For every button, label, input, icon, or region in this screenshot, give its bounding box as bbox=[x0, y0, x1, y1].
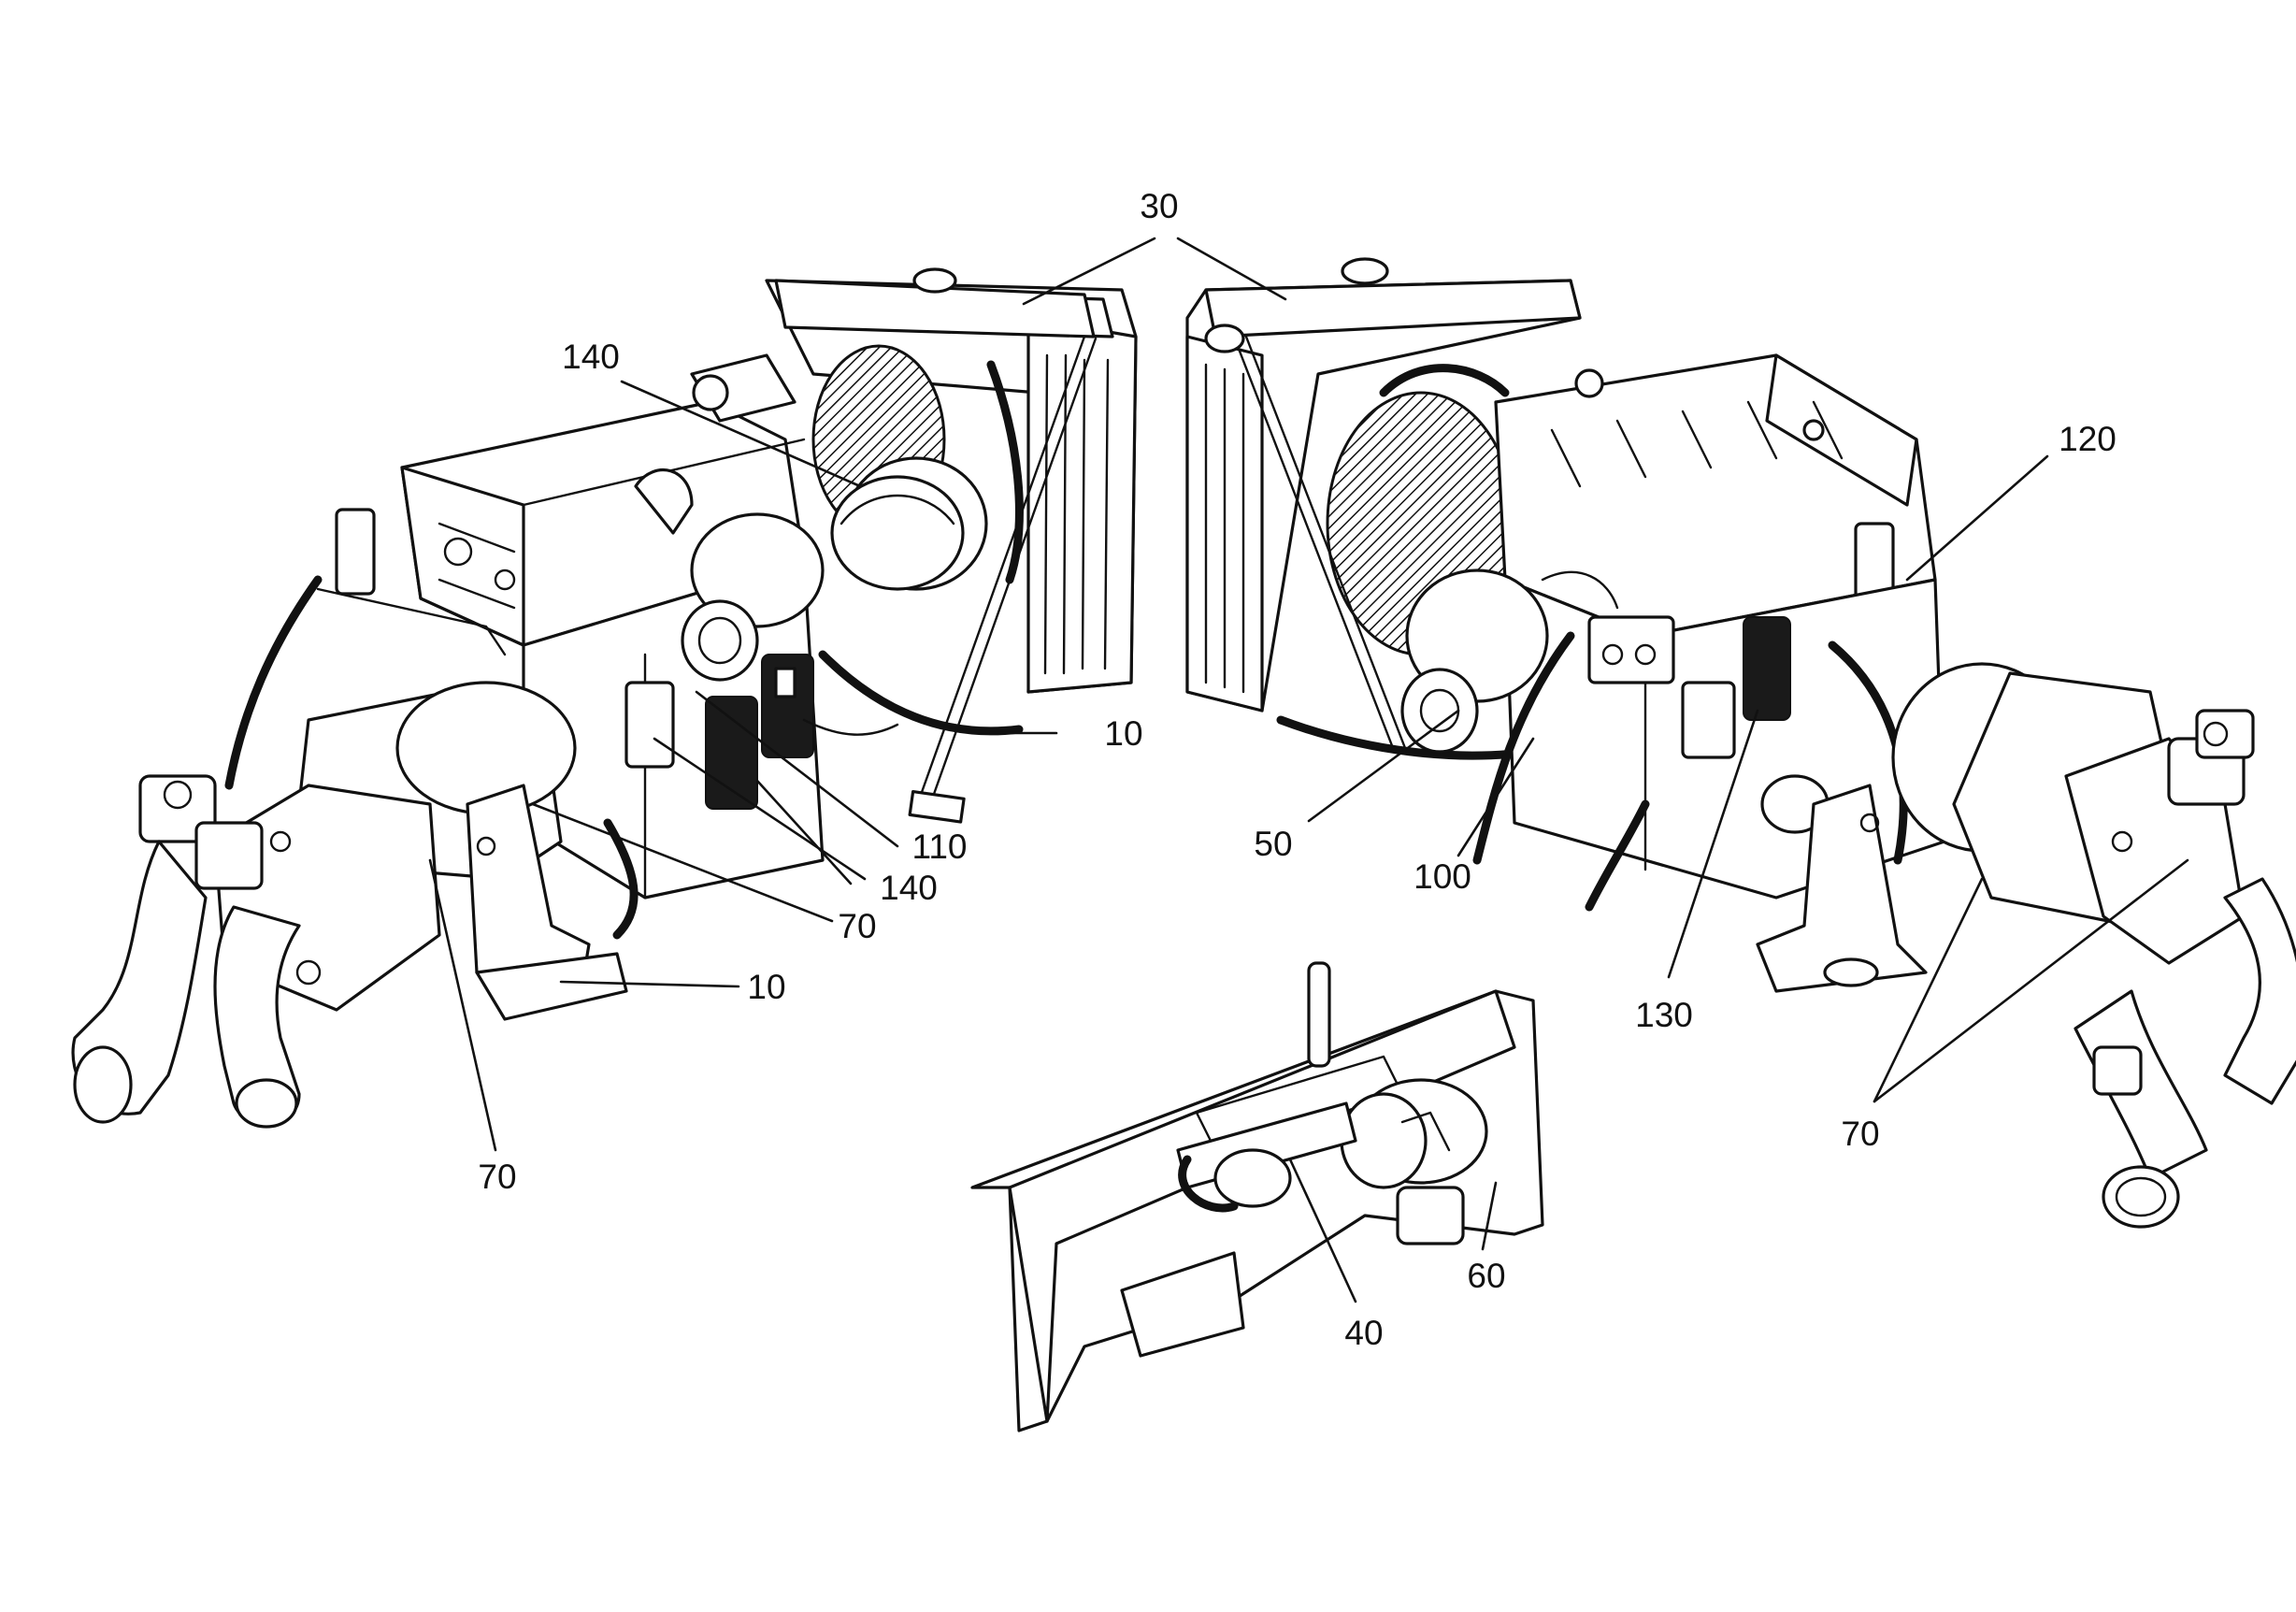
air-cleaner bbox=[1340, 1078, 1488, 1245]
engine-mount-right bbox=[1756, 784, 1928, 993]
exhaust-pipes-left bbox=[71, 840, 301, 1129]
engine-block-right bbox=[1494, 353, 1946, 900]
callout-30: 30 bbox=[1140, 187, 1178, 225]
callout-60: 60 bbox=[1467, 1257, 1505, 1295]
engine-hood-assembly bbox=[970, 961, 1544, 1432]
right-engine-assembly bbox=[1185, 257, 2296, 1229]
leader-lines bbox=[428, 237, 2189, 1303]
callout-10-radiator: 10 bbox=[1104, 714, 1142, 753]
callout-140-top: 140 bbox=[562, 338, 620, 376]
callout-130: 130 bbox=[1635, 996, 1693, 1034]
callout-10-mount: 10 bbox=[747, 968, 785, 1006]
callout-40: 40 bbox=[1344, 1314, 1383, 1352]
callout-70-left-a: 70 bbox=[838, 907, 876, 945]
turbocharger-left bbox=[634, 468, 965, 682]
callout-50: 50 bbox=[1254, 825, 1292, 863]
left-engine-assembly bbox=[71, 267, 1138, 1129]
callout-70-left-b: 70 bbox=[478, 1158, 516, 1196]
callout-140-bottom: 140 bbox=[880, 869, 938, 907]
callout-100: 100 bbox=[1413, 857, 1471, 896]
engine-mount-left bbox=[466, 784, 628, 1021]
transmission-right bbox=[1891, 662, 2255, 965]
callout-labels: 30 140 120 10 110 140 70 10 70 50 100 13… bbox=[478, 187, 2116, 1352]
callout-120: 120 bbox=[2059, 420, 2117, 458]
callout-70-right: 70 bbox=[1841, 1115, 1879, 1153]
filters-right bbox=[1681, 616, 1830, 834]
callout-110: 110 bbox=[912, 828, 968, 866]
exhaust-pipes-right bbox=[2074, 877, 2296, 1229]
turbocharger-right bbox=[1400, 569, 1675, 754]
